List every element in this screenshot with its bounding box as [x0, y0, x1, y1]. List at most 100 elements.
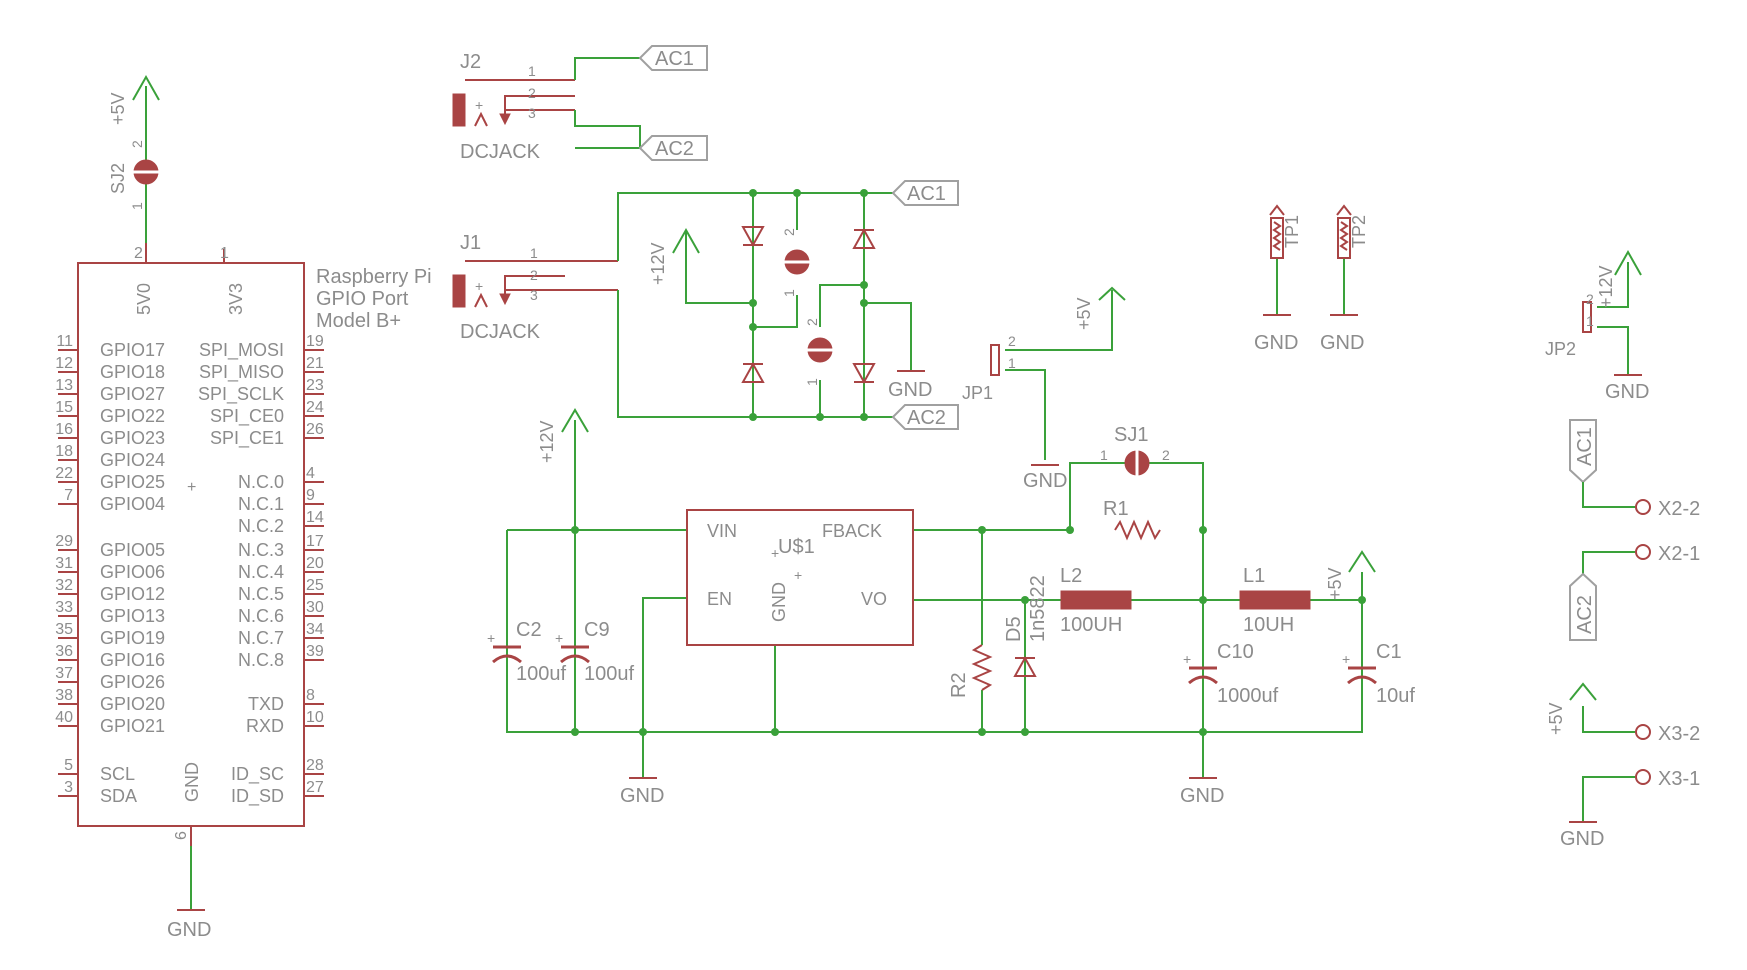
tp2-label: TP2 — [1349, 215, 1369, 248]
test-point-tp2: TP2 GND — [1320, 204, 1369, 354]
rpi-pin-number: 17 — [306, 533, 324, 550]
r2-label: R2 — [948, 672, 970, 698]
rpi-pin-name: SDA — [100, 786, 137, 806]
j1-pin2-line — [504, 275, 565, 296]
diode-d5: D5 1n5822 — [1003, 575, 1049, 677]
junction — [978, 526, 986, 534]
rpi-pin-number: 36 — [55, 643, 73, 660]
rpi-pin-name: SPI_MOSI — [199, 340, 284, 361]
c10-label: C10 — [1217, 641, 1254, 663]
c10-value: 1000uf — [1217, 685, 1279, 707]
d5-tri — [1013, 655, 1037, 677]
rpi-pin-name: TXD — [248, 694, 284, 714]
supply-12v-arrow-1 — [672, 227, 700, 254]
rpi-pin-number: 16 — [55, 421, 73, 438]
sj2-label: SJ2 — [108, 163, 128, 194]
j2-dcjack: J2 + 1 2 3 DCJACK — [452, 51, 641, 163]
rpi-pin-number: 28 — [306, 757, 324, 774]
wire-ac1-bus — [617, 192, 893, 261]
cap-c10: + C10 1000uf — [1183, 641, 1279, 707]
junction — [749, 413, 757, 421]
supply-5v-arrow-2 — [1098, 286, 1126, 301]
rpi-pin-name: GPIO13 — [100, 606, 165, 626]
rpi-pin-number: 13 — [55, 377, 73, 394]
l1-label: L1 — [1243, 565, 1265, 587]
sj2-group: +5V SJ2 2 1 — [108, 74, 160, 243]
rpi-pin-name: GPIO21 — [100, 716, 165, 736]
tp1-body — [1270, 217, 1284, 259]
rpi-pin-number: 12 — [55, 355, 73, 372]
junction — [1199, 728, 1207, 736]
junction — [1358, 596, 1366, 604]
net-ac2-frame-1 — [638, 135, 708, 161]
inductor-l1: L1 10UH — [1239, 565, 1311, 636]
r1-label: R1 — [1103, 498, 1129, 520]
wire-jp1-5v — [1005, 290, 1113, 351]
junction — [1199, 596, 1207, 604]
rpi-pin-number: 3 — [64, 779, 73, 796]
rpi-pin-number: 25 — [306, 577, 324, 594]
rpi-pin-name: GPIO19 — [100, 628, 165, 648]
sj2-pin2: 2 — [129, 140, 145, 148]
j2-pin2-line — [504, 95, 575, 116]
u1-vin: VIN — [707, 521, 737, 541]
rpi-pin-number: 18 — [55, 443, 73, 460]
rpi-pin-name: SPI_CE0 — [210, 406, 284, 427]
junction — [1021, 596, 1029, 604]
x3-1-pad — [1635, 769, 1651, 785]
net-label-ac1-bridge: AC1 — [891, 180, 959, 206]
j1-n1: 1 — [530, 245, 538, 261]
j1-type: DCJACK — [460, 321, 541, 343]
rpi-pin-number: 26 — [306, 421, 324, 438]
wire-jp1-gnd — [1005, 369, 1046, 460]
rpi-title-1: Raspberry Pi — [316, 266, 432, 288]
supply-5v-label-1: +5V — [108, 92, 128, 125]
tp2-coil — [1339, 221, 1349, 251]
supply-5v-label-4: +5V — [1546, 702, 1566, 735]
j2-arrow — [499, 113, 511, 126]
rpi-pin-number: 8 — [306, 687, 315, 704]
x2-2-pad — [1635, 499, 1651, 515]
supply-5v-arrow-3 — [1348, 550, 1376, 573]
j2-n2: 2 — [528, 85, 536, 101]
supply-12v-arrow-3 — [1614, 249, 1642, 276]
rpi-pin-name: GPIO06 — [100, 562, 165, 582]
r2-zigzag — [971, 644, 993, 691]
l2-label: L2 — [1060, 565, 1082, 587]
rpi-pin-number: 4 — [306, 465, 315, 482]
pin-gnd-name: GND — [182, 762, 202, 802]
rpi-pin-name: GPIO18 — [100, 362, 165, 382]
jp1-n2: 2 — [1008, 333, 1016, 349]
j1-n2: 2 — [530, 267, 538, 283]
rpi-pin-number: 15 — [55, 399, 73, 416]
u1-label: U$1 — [778, 536, 815, 558]
pin-5v0-num: 2 — [134, 245, 143, 262]
l2-value: 100UH — [1060, 614, 1122, 636]
rpi-pin-number: 10 — [306, 709, 324, 726]
bridge-caps: 2 1 2 1 — [781, 228, 834, 386]
c1-plate-bot — [1347, 675, 1377, 685]
x2-2-label: X2-2 — [1658, 498, 1700, 520]
rpi-pin-number: 34 — [306, 621, 324, 638]
wire-x3-1 — [1582, 776, 1635, 822]
j1-plus: + — [475, 278, 483, 294]
gnd-label-tp2: GND — [1320, 332, 1364, 354]
supply-12v-reg: +12V — [537, 408, 589, 463]
jp1-label: JP1 — [962, 383, 993, 403]
rpi-pin-name: GPIO17 — [100, 340, 165, 360]
c2-plus: + — [487, 630, 495, 646]
net-label-ac2-top: AC2 — [638, 135, 708, 161]
rpi-pin-number: 31 — [55, 555, 73, 572]
pin-5v0-name: 5V0 — [134, 283, 154, 315]
l1-body — [1239, 590, 1311, 610]
wire-en — [642, 597, 687, 732]
net-label-ac2-bridge: AC2 — [891, 404, 959, 430]
regulator-wires — [506, 420, 1363, 778]
j1-body — [452, 274, 466, 308]
connector-x3: +5V X3-2 X3-1 GND — [1546, 682, 1700, 850]
j1-dcjack: J1 + 1 2 3 DCJACK — [452, 232, 618, 343]
sj1-n1: 1 — [1100, 447, 1108, 463]
x2-1-label: X2-1 — [1658, 543, 1700, 565]
junction — [860, 189, 868, 197]
